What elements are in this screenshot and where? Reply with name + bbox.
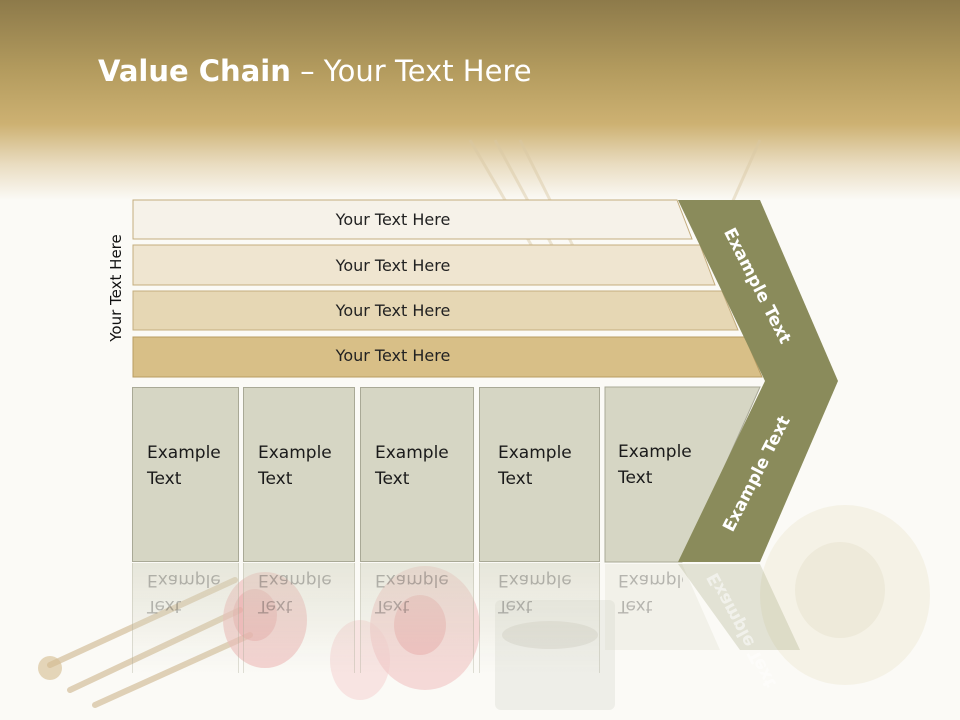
band-shape-2 [132,244,716,286]
column-reflection-1-line2: Text [147,596,182,616]
column-reflection-5: Text Example [605,563,683,673]
band-2: Your Text Here [133,246,693,286]
column-2-line1: Example [258,443,332,463]
band-4-label: Your Text Here [335,346,451,365]
chevron-reflection [678,564,800,650]
band-shape-4 [132,336,763,378]
column-3-line1: Example [375,443,449,463]
column-reflection-2-line2: Text [258,596,293,616]
band-shape-3 [132,290,739,331]
column-reflection-5-line2: Text [618,596,653,616]
header-band [0,0,960,200]
column-reflection-shape-5 [605,564,720,650]
column-2-line2: Text [258,469,293,489]
column-1-line1: Example [147,443,221,463]
column-reflection-4: Text Example [479,563,600,673]
column-reflection-3: Text Example [360,563,474,673]
band-3-label: Your Text Here [335,301,451,320]
column-reflection-3-line2: Text [375,596,410,616]
band-4: Your Text Here [133,336,693,376]
band-1: Your Text Here [133,200,693,240]
column-5-line2: Text [618,468,653,488]
chevron-upper [678,200,838,381]
column-4-line2: Text [498,469,533,489]
band-1-label: Your Text Here [335,210,451,229]
band-2-label: Your Text Here [335,256,451,275]
column-4-line1: Example [498,443,572,463]
band-shape-1 [132,199,693,240]
column-reflection-2-line1: Example [258,570,332,590]
column-reflection-1: Text Example [132,563,239,673]
band-3: Your Text Here [133,291,693,331]
column-5-line1: Example [618,442,692,462]
column-reflection-3-line1: Example [375,570,449,590]
column-reflection-4-line2: Text [498,596,533,616]
column-1-line2: Text [147,469,182,489]
column-reflection-5-line1: Example [618,570,683,590]
column-reflection-2: Text Example [243,563,355,673]
column-reflection-4-line1: Example [498,570,572,590]
column-reflection-1-line1: Example [147,570,221,590]
page-title: Value Chain – Your Text Here [98,54,532,88]
column-3-line2: Text [375,469,410,489]
chevron-lower [678,381,838,562]
